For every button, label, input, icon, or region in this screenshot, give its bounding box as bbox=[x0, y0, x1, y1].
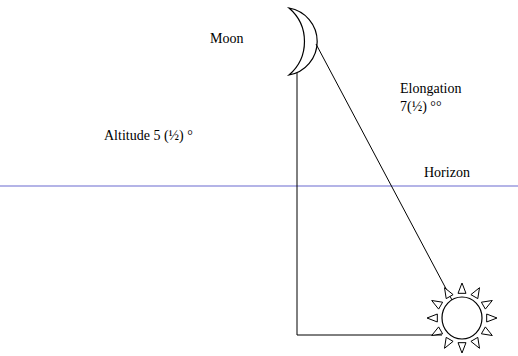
sun-ray bbox=[445, 337, 454, 348]
sun-ray bbox=[481, 301, 492, 310]
elongation-label: Elongation 7(½) °° bbox=[400, 80, 482, 115]
sun-symbol bbox=[427, 283, 497, 353]
sun-ray bbox=[481, 327, 492, 336]
sun-ray bbox=[471, 288, 480, 299]
sun-disc bbox=[442, 297, 482, 339]
moon-crescent bbox=[289, 8, 317, 75]
moon-label: Moon bbox=[210, 30, 243, 48]
sun-ray bbox=[432, 327, 443, 336]
sun-ray bbox=[427, 314, 437, 322]
sun-ray bbox=[458, 283, 466, 293]
sun-ray bbox=[432, 301, 443, 310]
sun-ray bbox=[445, 288, 454, 299]
sun-ray bbox=[458, 343, 466, 353]
horizon-line bbox=[0, 185, 518, 186]
altitude-label: Altitude 5 (½) ° bbox=[104, 127, 193, 145]
sun-ray bbox=[487, 314, 497, 322]
sun-ray bbox=[471, 337, 480, 348]
horizon-label: Horizon bbox=[424, 164, 470, 182]
